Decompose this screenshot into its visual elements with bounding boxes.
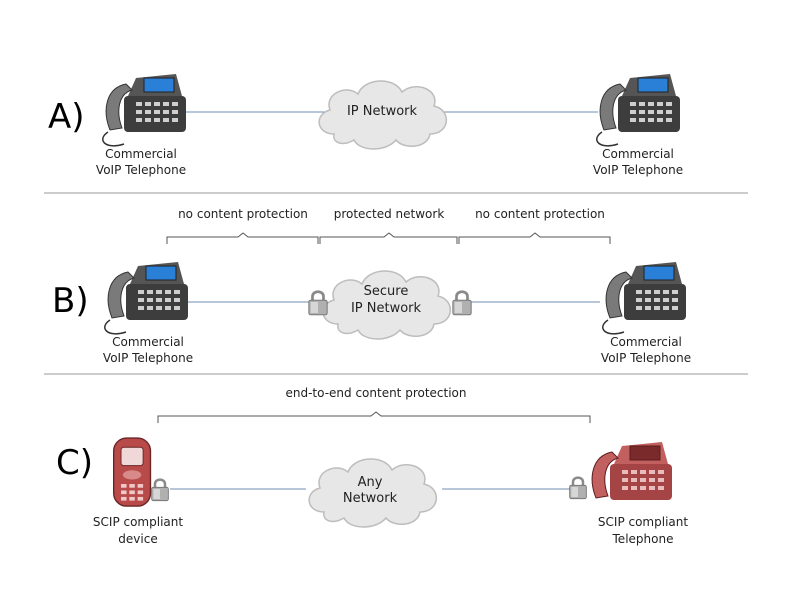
section-b-label: B) bbox=[52, 281, 89, 321]
device-caption: VoIP Telephone bbox=[103, 351, 193, 365]
device-caption: VoIP Telephone bbox=[593, 163, 683, 177]
cloud-label-c: Any bbox=[358, 475, 383, 490]
padlock-icon bbox=[307, 290, 329, 316]
padlock-icon bbox=[568, 476, 588, 500]
padlock-icon bbox=[451, 290, 473, 316]
brace bbox=[157, 411, 591, 423]
zone-label: no content protection bbox=[178, 207, 308, 221]
brace bbox=[458, 232, 611, 244]
section-b: no content protection protected network … bbox=[52, 207, 691, 365]
zone-label: end-to-end content protection bbox=[285, 386, 466, 400]
brace bbox=[319, 232, 458, 244]
device-caption: VoIP Telephone bbox=[96, 163, 186, 177]
zone-label: no content protection bbox=[475, 207, 605, 221]
section-a-label: A) bbox=[48, 97, 85, 137]
device-caption: Commercial bbox=[610, 335, 682, 349]
padlock-icon bbox=[150, 478, 170, 502]
device-caption: Commercial bbox=[602, 147, 674, 161]
section-c: end-to-end content protection C) Any Net… bbox=[56, 386, 688, 546]
device-caption: device bbox=[118, 532, 157, 546]
device-caption: Telephone bbox=[612, 532, 674, 546]
zone-label: protected network bbox=[334, 207, 445, 221]
section-a: A) IP Network Commercial VoIP Telephone … bbox=[48, 73, 683, 177]
desk-phone-icon bbox=[602, 261, 687, 335]
device-caption: Commercial bbox=[105, 147, 177, 161]
device-caption: SCIP compliant bbox=[93, 515, 183, 529]
desk-phone-icon bbox=[104, 261, 189, 335]
cloud-label-b: Secure bbox=[364, 284, 409, 299]
mobile-phone-icon bbox=[112, 437, 152, 507]
desk-phone-icon bbox=[596, 73, 681, 147]
desk-phone-icon bbox=[102, 73, 187, 147]
device-caption: VoIP Telephone bbox=[601, 351, 691, 365]
desk-phone-icon bbox=[591, 441, 673, 501]
cloud-label-c: Network bbox=[343, 491, 398, 506]
cloud-label-b: IP Network bbox=[351, 301, 422, 316]
brace bbox=[166, 232, 319, 244]
cloud-label-a: IP Network bbox=[347, 104, 418, 119]
device-caption: Commercial bbox=[112, 335, 184, 349]
section-c-label: C) bbox=[56, 443, 93, 483]
device-caption: SCIP compliant bbox=[598, 515, 688, 529]
